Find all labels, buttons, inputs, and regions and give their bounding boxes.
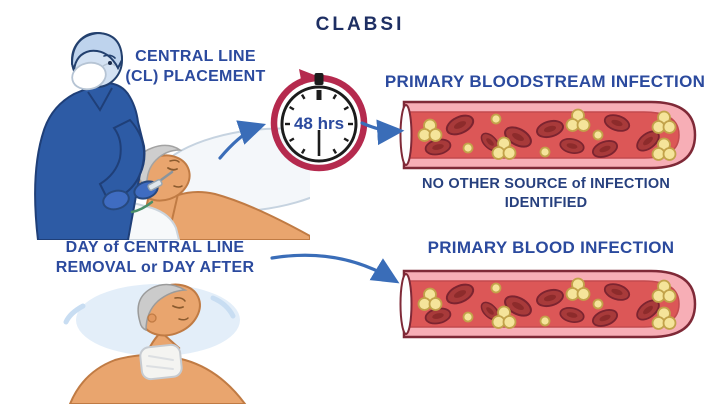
no-other-source-caption: NO OTHER SOURCE of INFECTION IDENTIFIED [398,175,694,213]
48-hour-clock-icon: 48 hrs [270,69,368,172]
label-line: DAY of CENTRAL LINE [65,239,245,256]
patient-after-removal-illustration-icon [63,283,247,404]
day-of-removal-label: DAY of CENTRAL LINE REMOVAL or DAY AFTER [30,238,280,279]
central-line-placement-label: CENTRAL LINE (CL) PLACEMENT [108,47,283,88]
arrow-removal-to-vessel-icon [270,253,400,284]
page-title: CLABSI [315,14,405,35]
infected-blood-vessel-icon [398,268,698,340]
infected-blood-vessel-icon [398,99,698,171]
label-line: REMOVAL or DAY AFTER [55,259,255,277]
primary-bloodstream-infection-heading: PRIMARY BLOODSTREAM INFECTION [384,72,706,91]
central-line-placement-illustration-icon [34,31,310,240]
caption-line: IDENTIFIED [504,194,588,211]
caption-line: NO OTHER SOURCE of INFECTION [421,176,671,192]
clock-label: 48 hrs [294,114,344,133]
label-line: (CL) PLACEMENT [125,68,266,86]
label-line: CENTRAL LINE [135,48,256,65]
primary-blood-infection-heading: PRIMARY BLOOD INFECTION [427,238,675,257]
